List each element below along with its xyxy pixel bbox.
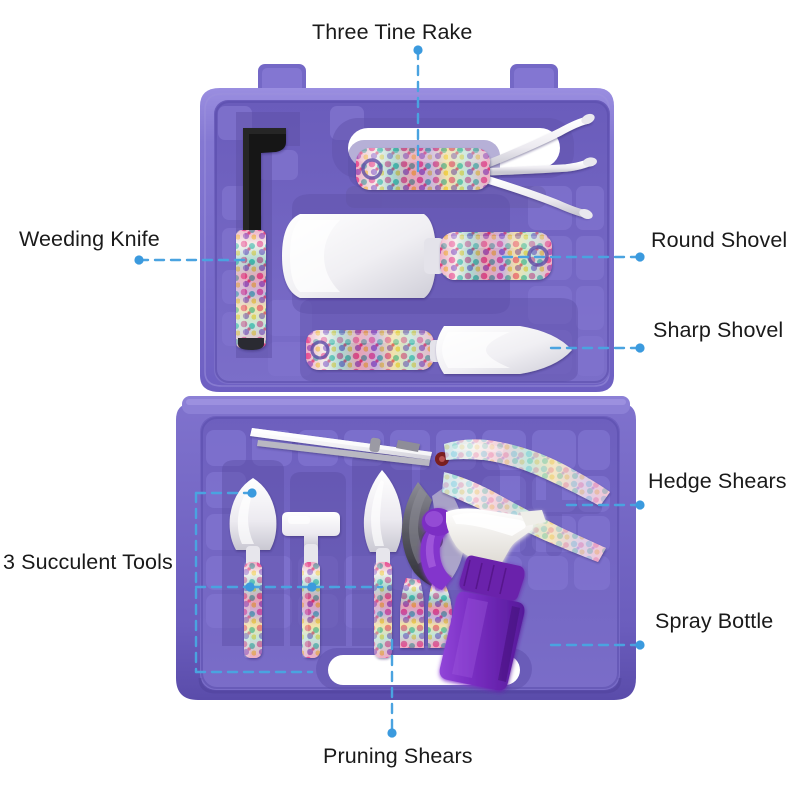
tool-spray-bottle xyxy=(420,508,546,691)
dot-spray-bottle xyxy=(635,640,645,650)
callout-label-weeding-knife: Weeding Knife xyxy=(19,227,160,251)
dot-round-shovel xyxy=(635,252,645,262)
tool-three-tine-rake xyxy=(356,113,597,220)
dot-three-tine-rake xyxy=(413,45,423,55)
dot-succulent-2 xyxy=(307,582,317,592)
dot-succulent-anchor xyxy=(245,582,255,592)
callout-leaders xyxy=(137,48,642,735)
callout-label-spray-bottle: Spray Bottle xyxy=(655,609,774,633)
dot-pruning-shears xyxy=(387,728,397,738)
dot-sharp-shovel xyxy=(635,343,645,353)
callout-label-three-tine-rake: Three Tine Rake xyxy=(312,20,473,44)
dot-hedge-shears xyxy=(635,500,645,510)
callout-dots xyxy=(134,45,645,738)
tool-round-shovel xyxy=(282,214,552,298)
tool-sharp-shovel xyxy=(306,326,572,374)
case-base xyxy=(176,396,636,700)
case-lid xyxy=(200,64,614,392)
callout-label-succulent-tools: 3 Succulent Tools xyxy=(3,550,173,574)
dot-succulent-1 xyxy=(247,488,257,498)
dot-weeding-knife xyxy=(134,255,144,265)
callout-label-round-shovel: Round Shovel xyxy=(651,228,788,252)
callout-label-sharp-shovel: Sharp Shovel xyxy=(653,318,784,342)
callout-label-hedge-shears: Hedge Shears xyxy=(648,469,787,493)
callout-label-pruning-shears: Pruning Shears xyxy=(323,744,473,768)
